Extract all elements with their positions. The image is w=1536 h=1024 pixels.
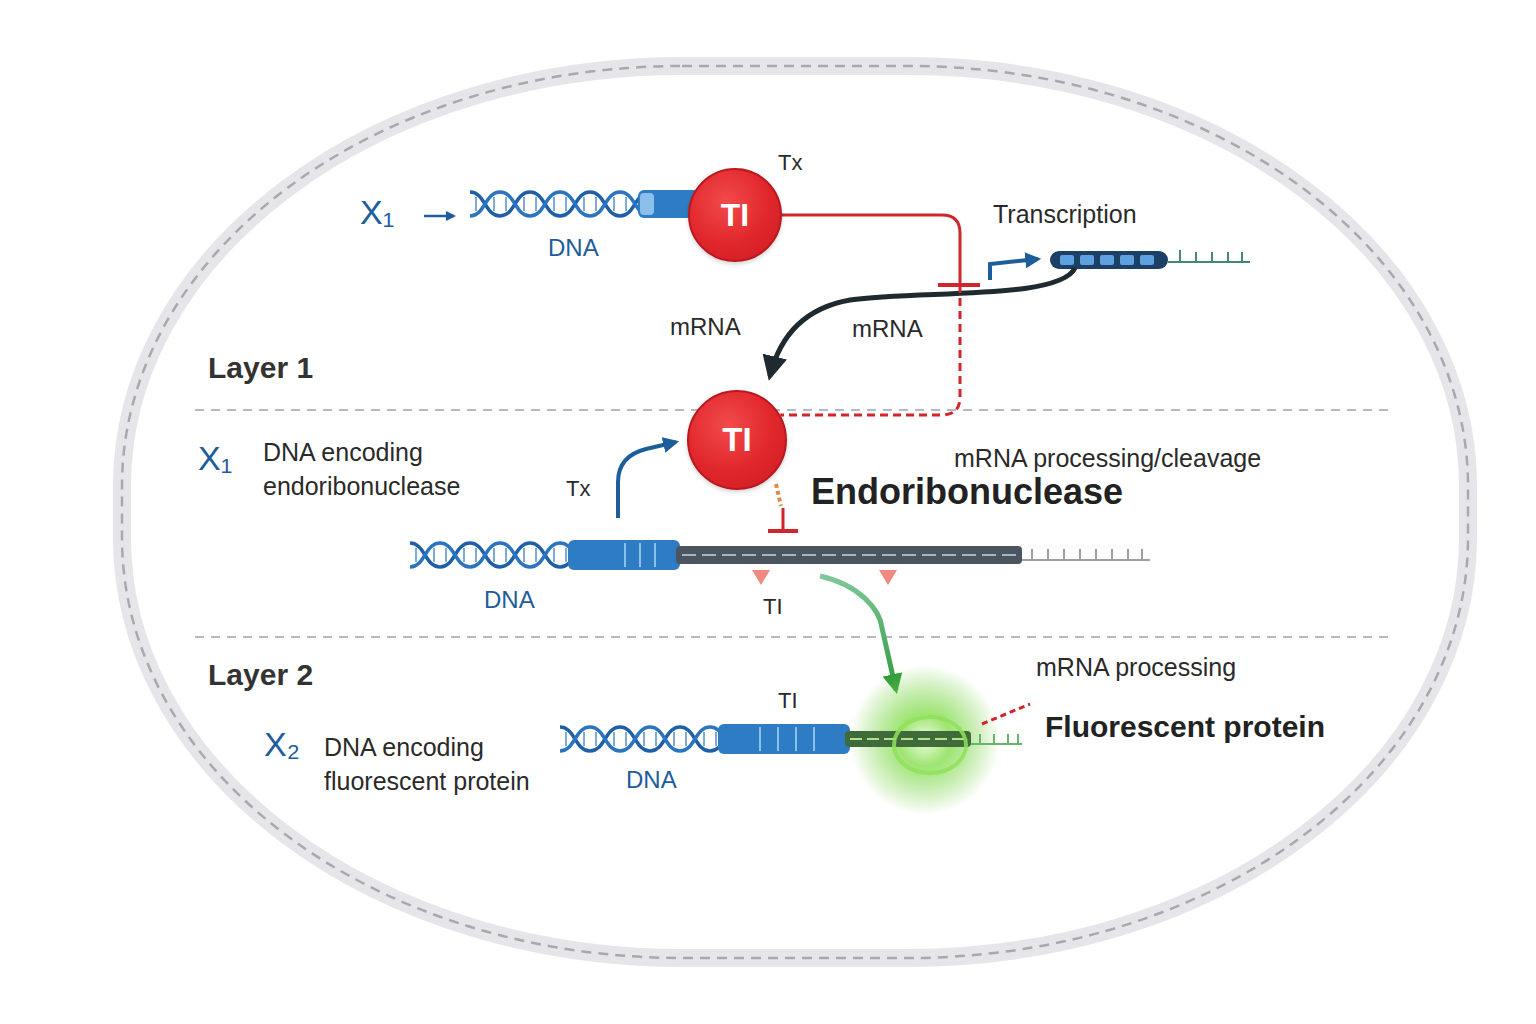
gene-rings	[625, 543, 655, 567]
mrna-bar	[676, 546, 1022, 564]
text-label: DNA	[548, 232, 599, 264]
text-label: Layer 1	[208, 348, 313, 389]
text-label: TI	[778, 686, 798, 716]
text-label: mRNA processing	[1036, 651, 1236, 685]
dna-helix	[560, 727, 740, 751]
cleavage-site	[752, 570, 770, 585]
node-text: TI	[721, 197, 749, 234]
mrna-transcript	[1050, 250, 1250, 269]
connector-segment	[780, 285, 960, 415]
ti-circle: TI	[687, 390, 787, 490]
connector-segment	[782, 215, 960, 285]
text-label: mRNA	[670, 311, 741, 343]
tx-arrow	[618, 442, 676, 518]
poly-a-tail	[1168, 250, 1250, 262]
text-label: TI	[763, 592, 783, 622]
text-label: mRNA	[852, 313, 923, 345]
transcript-segment	[1080, 255, 1094, 265]
gene-rings	[760, 727, 814, 751]
node-text: TI	[722, 421, 751, 459]
input-arrow	[424, 215, 454, 218]
cleavage-link	[776, 484, 781, 506]
transcript-segment	[1140, 255, 1154, 265]
transcription-arrow	[990, 259, 1038, 280]
gene-cylinder-end	[640, 193, 654, 215]
text-label: DNA	[626, 764, 677, 796]
text-label: Endoribonuclease	[811, 468, 1123, 517]
dna-gene	[470, 190, 704, 218]
transcript-segment	[1120, 255, 1134, 265]
text-label: mRNA processing/cleavage	[954, 442, 1261, 476]
cell-outline	[122, 66, 1468, 958]
transcript-bar	[1050, 251, 1168, 269]
text-label: DNA encoding fluorescent protein	[324, 731, 589, 799]
transcript-segment	[1100, 255, 1114, 265]
gene-cylinder	[568, 540, 680, 570]
dna-helix	[410, 543, 590, 567]
fluorescent-ring	[894, 717, 966, 773]
text-label: Layer 2	[208, 655, 313, 696]
gene-cylinder	[718, 724, 850, 754]
dna-helix	[470, 192, 650, 216]
leader-line	[982, 704, 1030, 724]
transcript-segment	[1060, 255, 1074, 265]
mrna-codons	[682, 554, 1016, 556]
poly-a-tail	[1022, 549, 1150, 560]
layer-divider	[195, 636, 1395, 638]
cleavage-site	[879, 570, 897, 585]
output-arrow	[820, 576, 896, 690]
text-label: DNA encoding endoribonuclease	[263, 436, 508, 504]
text-label: Transcription	[993, 198, 1137, 232]
poly-a-tail	[971, 734, 1022, 744]
mrna-arrow	[770, 268, 1075, 376]
dna-gene	[410, 540, 1150, 585]
text-label: Tx	[566, 474, 590, 504]
text-label: DNA	[484, 584, 535, 616]
mrna-bar	[845, 731, 971, 747]
ti-circle: TI	[688, 168, 782, 262]
mrna-codons	[850, 738, 966, 740]
fluorescence-glow	[850, 665, 1000, 815]
inhibition-bar	[768, 529, 798, 533]
text-label: X₁	[198, 436, 232, 482]
layer-divider	[195, 409, 1395, 411]
dna-gene	[560, 724, 1022, 754]
text-label: Tx	[778, 148, 802, 178]
cell-shadow	[122, 66, 1468, 958]
text-label: Fluorescent protein	[1045, 707, 1325, 748]
repression-connector	[780, 215, 960, 415]
text-label: X₂	[264, 722, 300, 768]
inhibition-stem	[782, 508, 785, 530]
text-label: X₁	[360, 190, 394, 236]
